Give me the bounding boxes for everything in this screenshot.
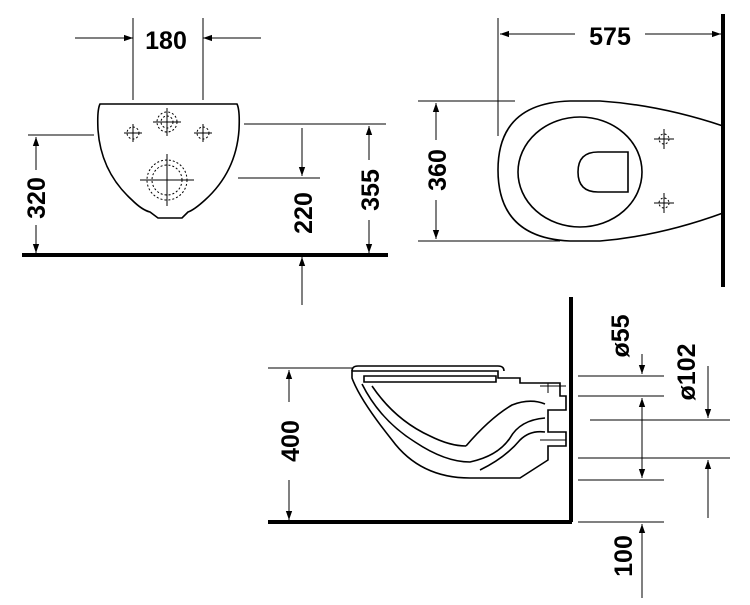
front-view-bowl-outline	[96, 103, 241, 219]
dimension-front-height-mid: 220	[290, 192, 318, 234]
top-view-seat-opening	[517, 116, 643, 228]
dimension-front-width: 180	[145, 27, 187, 55]
side-view-seat	[363, 375, 497, 383]
side-view-toilet-outline	[351, 370, 567, 479]
dimension-pipe-large: ø102	[673, 344, 701, 401]
top-view: 575 360	[418, 14, 725, 287]
dimension-top-width: 360	[424, 149, 452, 191]
dimension-pipe-small: ø55	[607, 314, 635, 357]
top-view-drain	[577, 151, 629, 193]
dimension-side-height: 400	[277, 420, 305, 462]
dimension-front-height-right: 355	[357, 169, 385, 211]
side-view: 400 ø55 ø102 100	[268, 297, 730, 598]
front-view: 180 320 220 355	[22, 18, 388, 305]
dimension-top-length: 575	[589, 23, 631, 51]
side-view-inner-bowl	[361, 383, 546, 463]
dimension-front-height-left: 320	[23, 177, 51, 219]
top-view-bowl-outline	[497, 100, 724, 242]
side-view-trapway	[465, 400, 546, 447]
dimension-side-bottom: 100	[610, 535, 638, 577]
